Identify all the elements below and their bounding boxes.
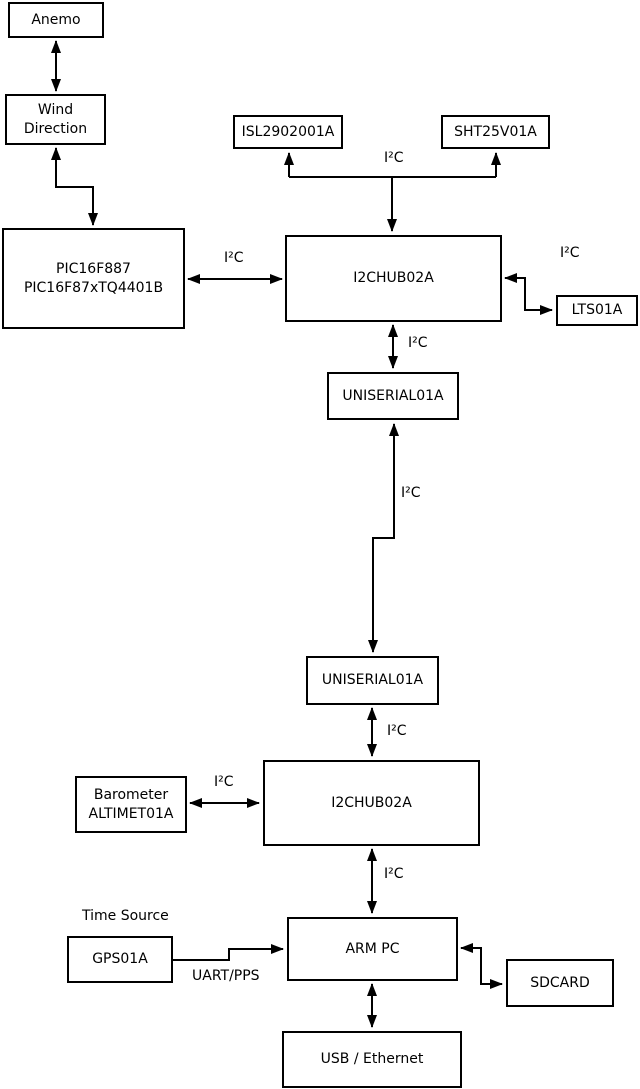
node-gps01a: GPS01A	[67, 936, 173, 983]
node-isl2902001a: ISL2902001A	[233, 115, 343, 149]
node-sdcard: SDCARD	[506, 959, 614, 1007]
node-arm-pc-label: ARM PC	[345, 940, 400, 957]
node-usb-ethernet: USB / Ethernet	[282, 1031, 462, 1088]
node-sdcard-label: SDCARD	[530, 974, 590, 991]
node-gps01a-label: GPS01A	[92, 951, 148, 968]
node-lts01a-label: LTS01A	[571, 302, 623, 319]
edge-label-i2c-hub1-uniserial1: I²C	[408, 335, 428, 351]
node-pic16f887: PIC16F887 PIC16F87xTQ4401B	[2, 228, 185, 329]
node-isl2902001a-label: ISL2902001A	[241, 123, 335, 140]
node-wind-direction-label: Wind Direction	[23, 102, 88, 137]
node-wind-direction: Wind Direction	[5, 94, 106, 145]
edge-label-i2c-uniserial-link: I²C	[401, 485, 421, 501]
edge-label-i2c-hub1-lts: I²C	[560, 245, 580, 261]
node-uniserial01a-1-label: UNISERIAL01A	[342, 387, 444, 404]
node-arm-pc: ARM PC	[287, 917, 458, 981]
node-sht25v01a-label: SHT25V01A	[454, 123, 537, 140]
node-barometer-altimet01a-label: Barometer ALTIMET01A	[88, 787, 174, 822]
edge-uniserial1-uniserial2	[368, 423, 399, 653]
edge-label-i2c-barometer-hub2: I²C	[214, 774, 234, 790]
edge-label-time-source: Time Source	[82, 908, 169, 924]
node-uniserial01a-2-label: UNISERIAL01A	[321, 672, 424, 689]
node-sht25v01a: SHT25V01A	[441, 115, 550, 149]
node-lts01a: LTS01A	[556, 295, 638, 326]
edge-wind-pic	[51, 147, 98, 226]
node-i2chub02a-1-label: I2CHUB02A	[353, 270, 434, 287]
edge-label-i2c-pic-hub1: I²C	[224, 250, 244, 266]
node-anemo-label: Anemo	[31, 11, 81, 28]
edge-label-i2c-hub2-armpc: I²C	[384, 866, 404, 882]
edge-armpc-sdcard	[460, 943, 503, 989]
edge-hub1-lts	[504, 273, 553, 315]
node-usb-ethernet-label: USB / Ethernet	[320, 1051, 424, 1068]
node-pic16f887-label: PIC16F887 PIC16F87xTQ4401B	[23, 261, 164, 296]
node-uniserial01a-1: UNISERIAL01A	[327, 372, 459, 420]
edge-gps-armpc	[173, 944, 284, 961]
node-barometer-altimet01a: Barometer ALTIMET01A	[75, 776, 187, 833]
node-anemo: Anemo	[8, 2, 104, 38]
node-i2chub02a-2-label: I2CHUB02A	[331, 794, 412, 811]
node-i2chub02a-1: I2CHUB02A	[285, 235, 502, 322]
edge-label-i2c-sensors-bus: I²C	[384, 150, 404, 166]
node-uniserial01a-2: UNISERIAL01A	[306, 656, 439, 705]
node-i2chub02a-2: I2CHUB02A	[263, 760, 480, 846]
edge-label-i2c-uniserial2-hub2: I²C	[387, 723, 407, 739]
edge-label-uart-pps: UART/PPS	[192, 968, 260, 984]
